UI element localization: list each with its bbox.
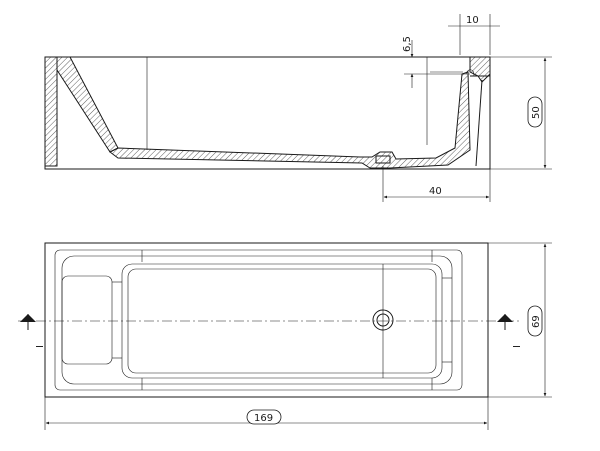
dim-height-capsule (527, 96, 543, 128)
top-plan-view (18, 242, 520, 398)
left-slope-section (56, 56, 119, 153)
section-marker-left: I (20, 314, 44, 348)
plan-headrest (61, 275, 113, 365)
right-rim-section (469, 56, 491, 83)
dim-top-gap-label: 10 (466, 15, 479, 26)
dim-width-capsule (527, 305, 543, 337)
side-dimensions: 10 6,5 50 40 (382, 14, 552, 202)
plan-outer-outline (44, 242, 489, 398)
dim-drain-label: 40 (429, 186, 442, 197)
drain-outer-circle (372, 309, 394, 331)
dim-rim-label: 6,5 (402, 36, 413, 52)
plan-floor-panel-inner (127, 268, 437, 374)
section-arrow-left-icon (20, 314, 36, 322)
section-marker-right: I (497, 314, 521, 348)
dim-height-label: 50 (531, 106, 542, 119)
right-outer-slope (475, 79, 483, 167)
overflow-lip (465, 69, 475, 77)
section-marker-right-label: I (510, 345, 521, 348)
left-wall-section (44, 56, 58, 167)
dim-length-capsule (246, 409, 282, 425)
dim-length-label: 169 (254, 413, 273, 424)
section-marker-left-label: I (33, 345, 44, 348)
side-section-view (44, 56, 491, 170)
drain-inner-circle (376, 313, 390, 327)
plan-dimensions: 69 169 (44, 242, 552, 430)
dim-width-label: 69 (531, 315, 542, 328)
drain-outlet (375, 155, 391, 164)
plan-inner-rim (54, 249, 463, 391)
section-arrow-right-icon (497, 314, 513, 322)
basin-floor-section (109, 71, 471, 169)
